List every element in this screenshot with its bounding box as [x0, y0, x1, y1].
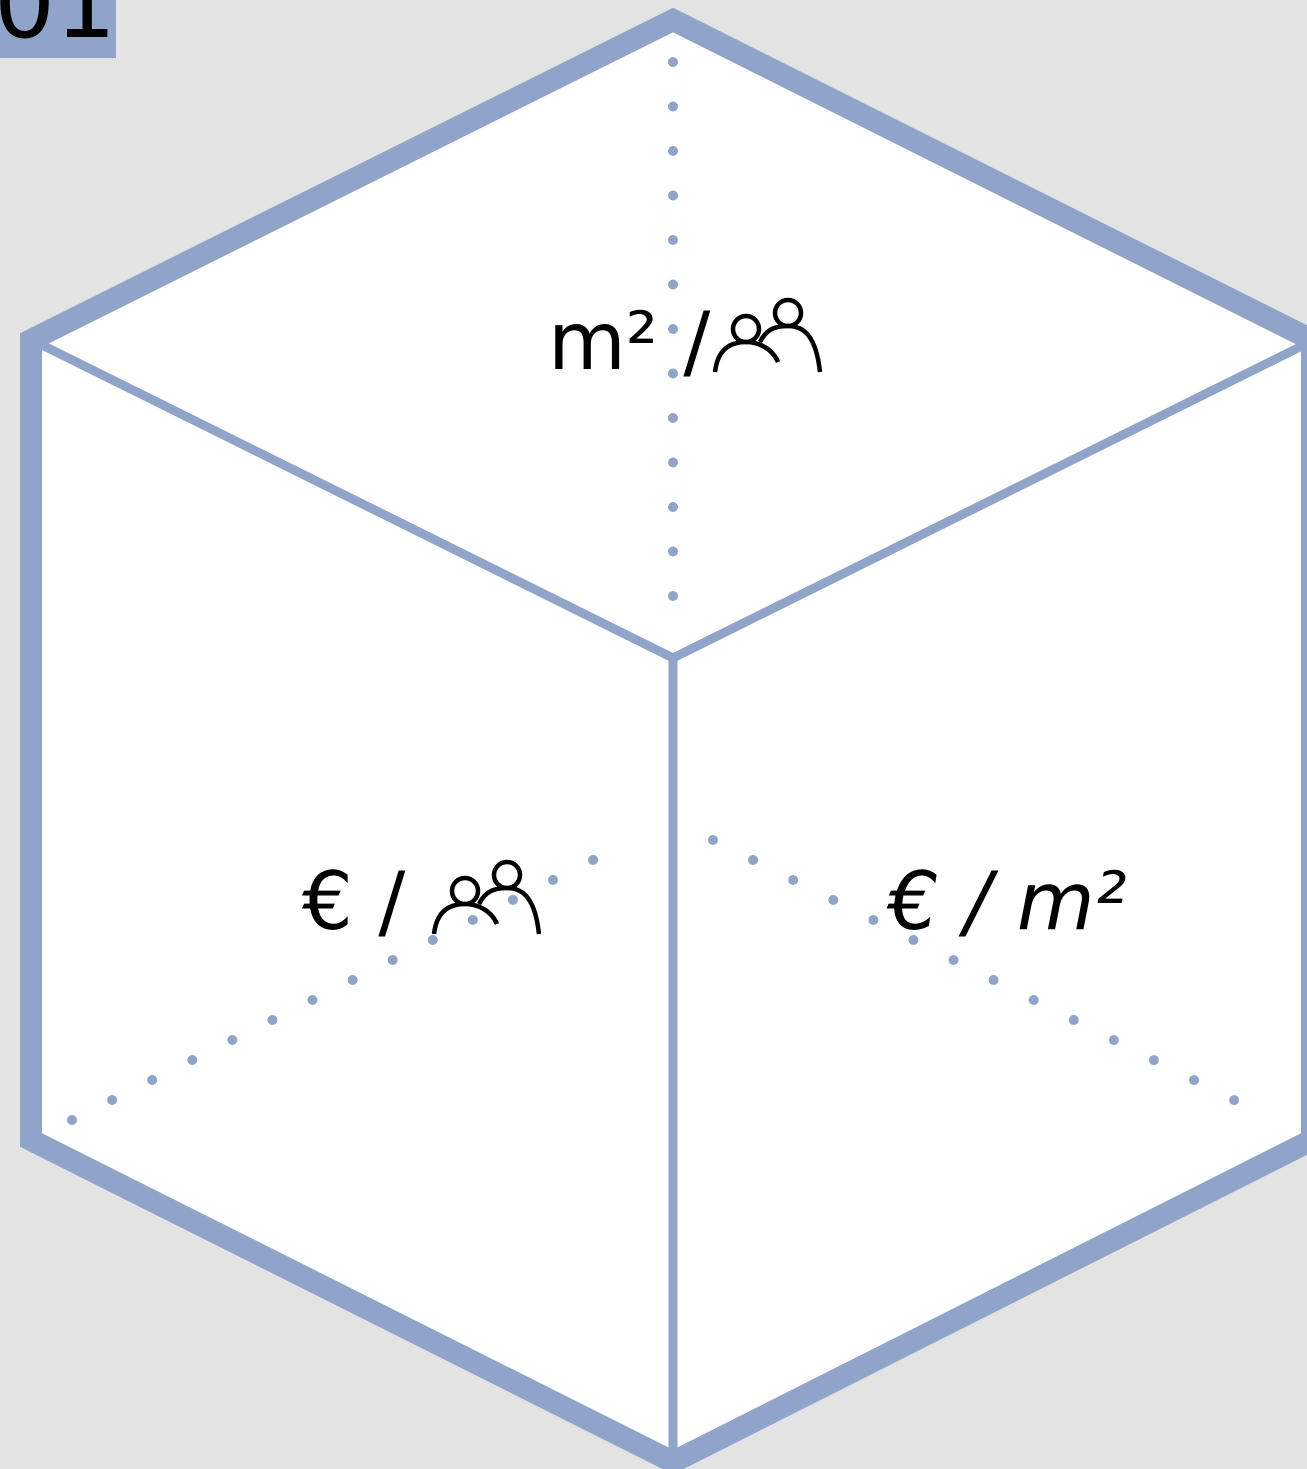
hidden-edge-left: [67, 835, 638, 1125]
right-face-unit-text: € / m²: [886, 855, 1127, 948]
corner-number-text: 01: [0, 0, 116, 58]
left-face-label: € /: [302, 855, 542, 948]
corner-number-tag: 01: [0, 0, 116, 58]
hidden-edge-right: [708, 835, 1279, 1125]
people-icon: [712, 297, 823, 373]
people-icon: [431, 859, 542, 935]
top-face-unit-text: m² /: [548, 295, 710, 388]
left-face-unit-text: € /: [302, 855, 405, 948]
front-edge-top-left: [38, 339, 675, 663]
front-edge-top-right: [671, 339, 1307, 663]
top-face-label: m² /: [548, 295, 823, 388]
